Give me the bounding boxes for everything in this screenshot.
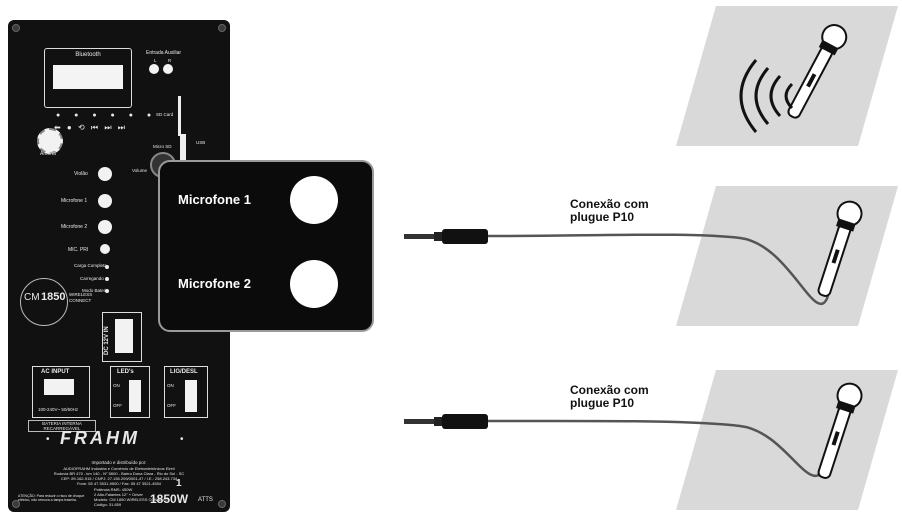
volume-label: Volume [132,168,148,173]
mic2-label: Microfone 2 [178,276,251,291]
connection-label-2: Conexão com plugue P10 [570,384,649,410]
connection-label-line: plugue P10 [570,396,635,410]
p10-plug-icon [404,229,488,244]
mic2-jack[interactable] [290,260,338,308]
player-buttons-row[interactable]: ● ● ● ● ● ● [56,112,158,119]
aux-input-label: Entrada Auxiliar [146,50,182,56]
indicator-label: Carregando [80,276,104,281]
import-line: Fone: 55 47 3531-9500 / Fax: 55 47 3521-… [76,481,162,486]
on-label: ON [113,383,120,388]
on-label: ON [167,383,174,388]
led-icon [105,265,109,269]
logo-ring-icon [20,278,68,326]
dc-socket[interactable] [115,319,133,353]
dot-icon: • [180,434,184,445]
logo-model: CM [24,292,40,303]
spec-line: Código: 31.659 [94,502,122,507]
mic1-label: Microfone 1 [178,192,251,207]
screw-icon [218,500,226,508]
cable-2 [487,419,830,477]
import-line: CEP: 89.162-915 / CNPJ: 27.155.209/0001-… [60,476,178,481]
warning-text: ATENÇÃO: Para reduzir o risco de choque … [18,494,85,502]
brand-logo: FRAHM [60,428,140,448]
microfone-2-knob[interactable] [98,220,112,234]
wired-microphone-icon [817,382,863,479]
sound-waves-icon [739,59,794,133]
knob-label: Violão [74,171,88,177]
power-switch-box: LIG/DESL ON OFF [164,366,208,418]
ac-socket[interactable] [44,379,74,395]
connection-label-line: Conexão com [570,383,649,397]
logo-number: 1850 [41,291,66,303]
wireless-microphone-icon [787,24,848,119]
aux-r-jack[interactable] [163,64,173,74]
power-toggle[interactable] [185,380,197,412]
connection-label-1: Conexão com plugue P10 [570,198,649,224]
ac-spec: 100-240V~ 50/60Hz [38,407,79,412]
screw-icon [12,500,20,508]
logo-tag: CONNECT [69,298,92,303]
aux-l-jack[interactable] [149,64,159,74]
wireless-mic-tile [676,6,898,146]
mic-pri-jack[interactable] [100,244,110,254]
spec-line: Potência RMS: 450W [94,487,133,492]
import-line: AUDIOFRAHM Indústria e Comércio de Eletr… [63,466,175,471]
microphone-inputs-zoom: Microfone 1 Microfone 2 [158,160,374,332]
off-label: OFF [113,403,122,408]
import-line: Rodovia BR 470 - km 140 - N° 5600 - Bair… [53,471,185,476]
battery-note: BATERIA INTERNA RECARREGÁVEL [28,420,96,432]
connection-label-line: plugue P10 [570,210,635,224]
display-title: Bluetooth [75,52,101,58]
power-value: 1850W [150,492,189,506]
logo-tag: WIRELESS [69,292,93,297]
spec-line: Modelo: CM 1850 WIRELESS CONNECT [94,497,169,502]
antenna-label: Antena [40,151,56,157]
screw-icon [218,24,226,32]
spec-line: 2 Alto-Falantes 12" + Driver [94,492,143,497]
indicator-label: Carga Completa [74,263,107,268]
ac-label: AC INPUT [41,369,70,375]
bluetooth-display: Bluetooth [44,48,132,108]
power-prefix: 1 [176,478,182,489]
dc-input-box: DC 12V IN [102,312,142,362]
usb-port[interactable] [180,134,186,160]
sd-card-slot[interactable] [178,96,181,136]
ligdesl-label: LIG/DESL [170,369,198,375]
led-icon [105,277,109,281]
player-controls-icons[interactable]: ⬅ ● ⟲ ⏮ ⏭ ⏭ [54,123,127,132]
power-unit: ATTS [198,497,213,503]
microfone-1-knob[interactable] [98,194,112,208]
usb-label: USB [196,140,206,145]
aux-r-label: R [168,58,172,63]
import-line: Importado e distribuído por: [91,460,147,465]
knob-label: Microfone 1 [61,198,88,204]
micro-sd-label: Micro SD [153,144,172,149]
leds-label: LED's [117,369,134,375]
screw-icon [12,24,20,32]
violao-knob[interactable] [98,167,112,181]
cable-1 [487,233,830,306]
lcd-screen [53,65,123,89]
sd-card-label: SD Card [156,112,174,117]
dot-icon: • [46,434,50,445]
mic1-jack[interactable] [290,176,338,224]
aux-l-label: L [154,58,157,63]
indicator-label: Modo Bateria [82,288,109,293]
wired-microphone-icon [817,200,863,297]
p10-plug-icon [404,414,488,429]
knob-label: Microfone 2 [61,224,88,230]
led-icon [105,289,109,293]
leds-toggle[interactable] [129,380,141,412]
connection-label-line: Conexão com [570,197,649,211]
antenna-connector[interactable] [37,128,63,154]
ac-input-box: AC INPUT 100-240V~ 50/60Hz [32,366,90,418]
leds-switch-box: LED's ON OFF [110,366,150,418]
knob-label: MIC. PRI [68,247,89,253]
off-label: OFF [167,403,176,408]
